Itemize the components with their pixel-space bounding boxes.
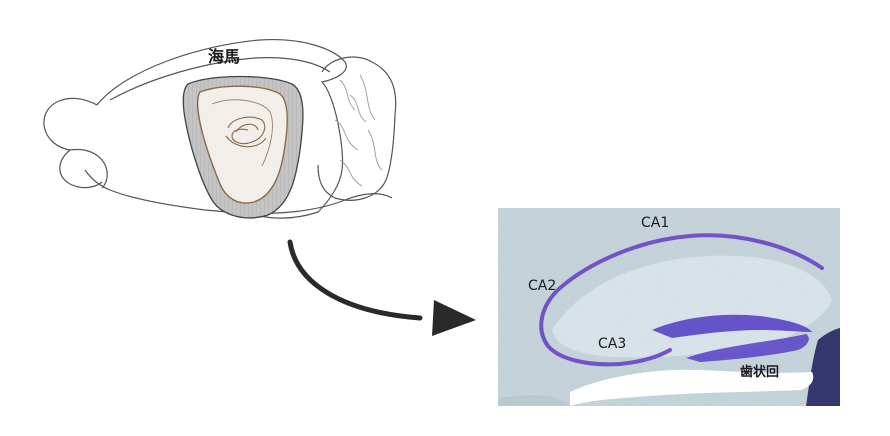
ca2-label: CA2: [528, 278, 556, 294]
hippocampus-inner-outline: [196, 85, 288, 204]
ca1-label: CA1: [641, 215, 669, 231]
tissue-lower-strip: [498, 395, 570, 406]
cortex-fold: [109, 57, 331, 101]
dentate-gyrus-upper-blade: [652, 314, 812, 338]
dentate-gyrus-lower-blade: [686, 334, 809, 362]
cerebellum: [317, 56, 397, 201]
hippocampus-region: [182, 75, 304, 219]
olfactory-bulb: [43, 97, 103, 189]
dentate-gyrus-label: 歯状回: [740, 364, 779, 380]
hippocampus-section-image: [498, 208, 840, 406]
curved-arrow: [287, 239, 476, 336]
arrow-shaft: [287, 239, 423, 321]
ca3-label: CA3: [598, 336, 626, 352]
hippocampus-inner-curve: [211, 99, 273, 167]
cerebellum-folia: [334, 74, 383, 187]
hippocampus-swirl-icon: [225, 116, 267, 148]
tissue-dark-corner: [806, 328, 840, 406]
tissue-white-gap: [570, 369, 814, 406]
tissue-pale-region: [552, 255, 832, 358]
cortex-outline: [84, 38, 347, 219]
hippocampus-label: 海馬: [208, 47, 240, 66]
ca-pyramidal-layer: [539, 233, 824, 367]
arrowhead-icon: [432, 300, 476, 336]
temporal-lobe: [69, 148, 108, 189]
